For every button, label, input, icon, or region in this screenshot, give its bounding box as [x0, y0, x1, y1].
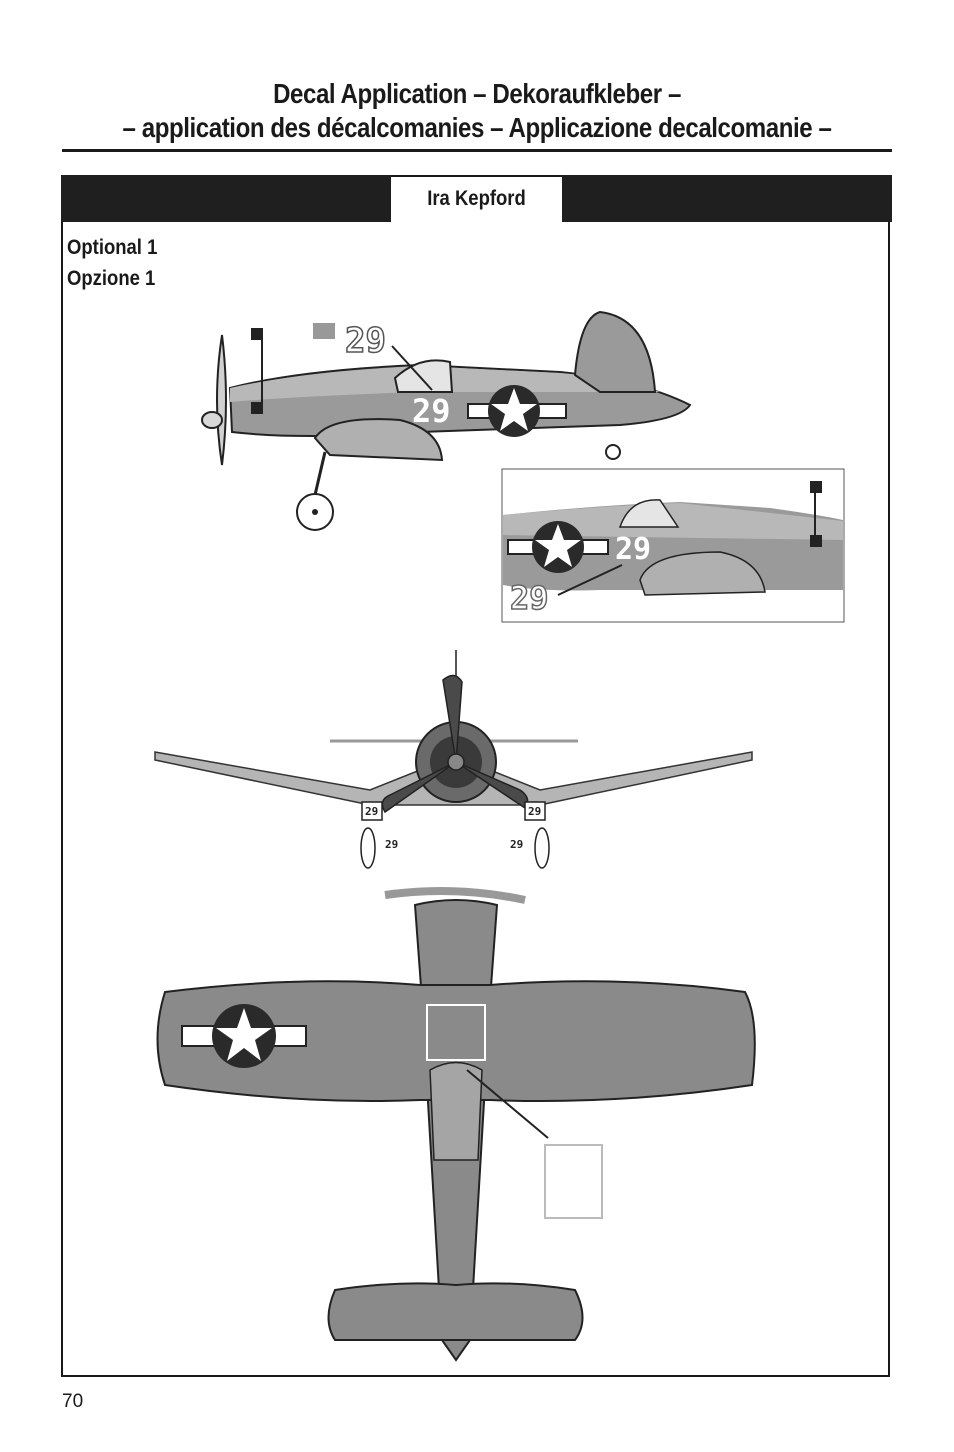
header-bar-left: [61, 175, 391, 222]
header-bar-right: [562, 175, 892, 222]
decal-panel-frame: [61, 175, 890, 1377]
front-decal-callout-left: 29: [385, 838, 398, 851]
option-label-it: Opzione 1: [67, 267, 156, 290]
front-decal-gear-right: 29: [528, 805, 541, 818]
decal-number-fuselage: 29: [412, 392, 451, 430]
inset-decal-number-callout: 29: [510, 579, 549, 617]
option-label-en: Optional 1: [67, 236, 158, 259]
page-title-line-1: Decal Application – Dekoraufkleber –: [273, 78, 681, 109]
title-rule: [62, 149, 892, 152]
decal-number-callout: 29: [345, 321, 386, 361]
page-number: 70: [62, 1391, 84, 1412]
front-decal-gear-left: 29: [365, 805, 378, 818]
inset-decal-number-fuselage: 29: [615, 532, 651, 567]
front-decal-callout-right: 29: [510, 838, 523, 851]
scheme-name: Ira Kepford: [427, 187, 526, 210]
page-title-line-2: – application des décalcomanies – Applic…: [122, 112, 832, 143]
